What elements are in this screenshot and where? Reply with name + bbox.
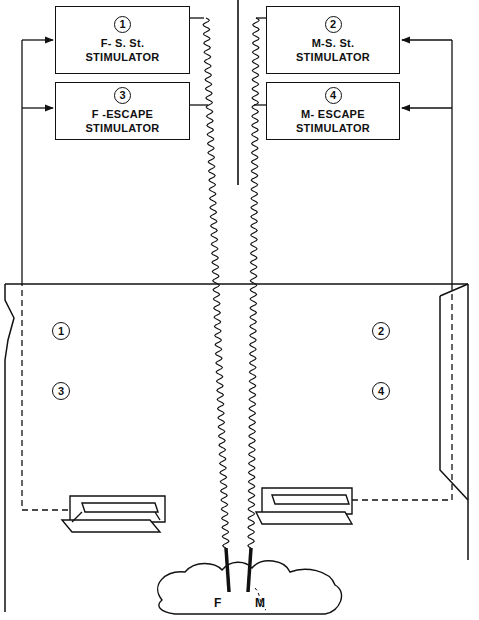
stimulator-box: 2M-S. St. STIMULATOR	[266, 6, 400, 74]
lever-panel	[262, 488, 352, 514]
stimulator-box: 3 F -ESCAPE STIMULATOR	[55, 82, 190, 140]
lever-base	[256, 512, 352, 524]
electrode-label: M	[255, 596, 265, 611]
callout-number: 3	[52, 382, 70, 400]
partition-line	[237, 0, 239, 185]
stimulator-name: M- ESCAPE STIMULATOR	[273, 107, 393, 135]
lever-wire	[22, 39, 53, 40]
coiled-leads	[203, 18, 259, 548]
callout-number: 1	[52, 322, 70, 340]
stimulator-name: F -ESCAPE STIMULATOR	[62, 107, 183, 135]
callout-number: 2	[372, 322, 390, 340]
lever-wire	[402, 107, 452, 108]
coiled-lead	[203, 18, 229, 548]
m-electrode	[248, 548, 251, 592]
cage-top-edge	[5, 283, 468, 285]
coiled-lead	[248, 18, 259, 548]
lead-wire	[190, 17, 204, 18]
electrode-label: F	[214, 596, 221, 611]
callout-number: 2	[325, 16, 342, 33]
cage-back-corner	[440, 296, 468, 500]
callout-number: 3	[114, 87, 131, 104]
lever-wire	[21, 40, 22, 284]
lever-edge	[72, 512, 160, 522]
lever-bar	[272, 495, 349, 504]
stimulator-box: 4 M- ESCAPE STIMULATOR	[266, 82, 400, 140]
callout-number: 4	[372, 382, 390, 400]
callout-number: 4	[325, 87, 342, 104]
stimulator-name: F- S. St. STIMULATOR	[62, 36, 183, 64]
lever-panel	[70, 496, 165, 522]
left-lever	[62, 496, 165, 532]
cage-right-edge	[467, 284, 469, 560]
lever-bar	[82, 503, 158, 512]
lever-wire	[22, 107, 53, 108]
stimulator-box: 1 F- S. St. STIMULATOR	[55, 6, 190, 74]
stimulator-name: M-S. St. STIMULATOR	[273, 36, 393, 64]
cage-left-edge	[5, 284, 14, 612]
brain-sulcus	[255, 588, 266, 610]
cage-back-corner	[440, 284, 468, 296]
callout-number: 1	[114, 16, 131, 33]
lead-wire	[190, 104, 208, 105]
lever-wire	[402, 39, 452, 40]
lever-wire	[451, 40, 452, 284]
lever-wire	[352, 284, 452, 500]
lever-base	[62, 520, 160, 532]
right-lever	[256, 488, 352, 524]
f-electrode	[226, 548, 229, 592]
